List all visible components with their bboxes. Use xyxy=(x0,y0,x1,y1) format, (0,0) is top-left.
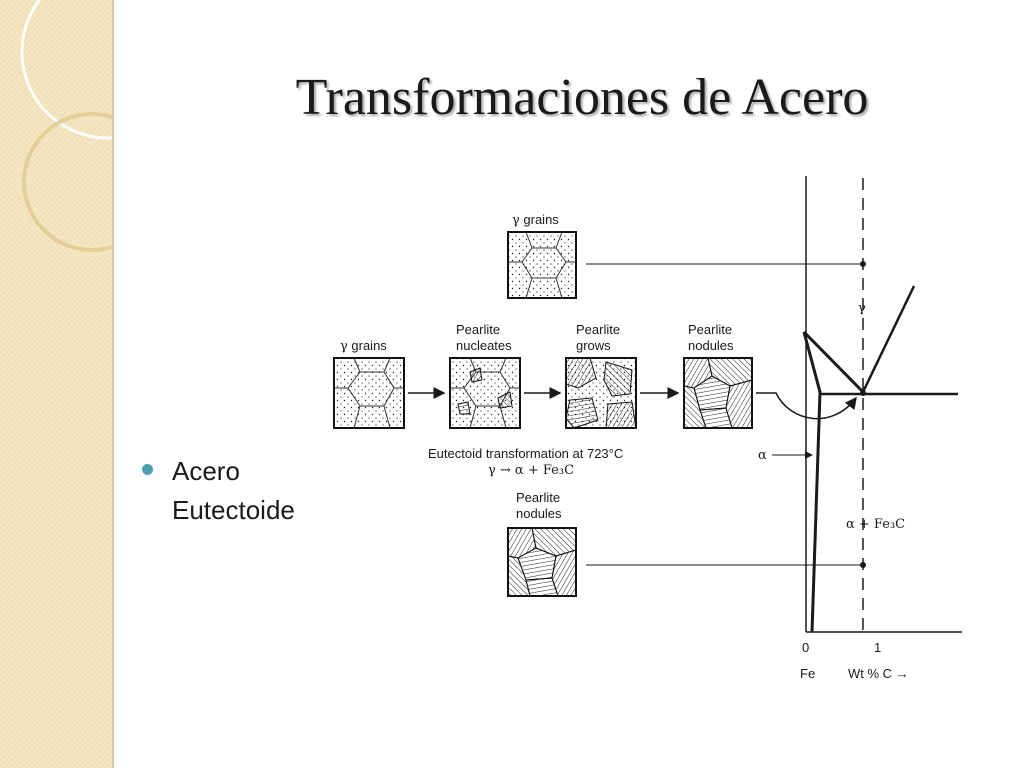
phase-label-alpha-fe3c: α + Fe₃C xyxy=(846,517,905,532)
slide-title: Transformaciones de Acero xyxy=(295,69,869,126)
axis-tick-0: 0 xyxy=(802,640,809,655)
bottom-pearlite-nodules-box xyxy=(507,527,577,597)
row-label-nucleates-1: Pearlite xyxy=(456,322,500,337)
sidebar-divider xyxy=(112,0,114,768)
axis-element-label: Fe xyxy=(800,666,815,681)
phase-label-alpha: α xyxy=(758,448,767,463)
row-label-gamma-grains: γ grains xyxy=(340,338,387,354)
eutectoid-curve-arrow xyxy=(756,392,857,420)
bullet-line-2: Eutectoide xyxy=(172,495,295,525)
axis-quantity-label: Wt % C → xyxy=(848,666,909,681)
eutectoid-reaction: γ → α + Fe₃C xyxy=(488,463,574,478)
sidebar-decoration xyxy=(0,0,196,768)
row-label-nodules-2: nodules xyxy=(688,338,734,353)
top-gamma-grains-box xyxy=(507,231,577,299)
row-label-grows-1: Pearlite xyxy=(576,322,620,337)
eutectoid-title: Eutectoid transformation at 723°C xyxy=(428,446,623,461)
top-box-label: γ grains xyxy=(512,212,559,228)
row-box-pearlite-nodules xyxy=(683,357,753,429)
row-label-nodules-1: Pearlite xyxy=(688,322,732,337)
phase-label-gamma: γ xyxy=(858,301,866,316)
row-label-grows-2: grows xyxy=(576,338,611,353)
row-box-pearlite-nucleates xyxy=(449,357,521,429)
bullet-dot xyxy=(142,464,153,475)
row-box-gamma-grains xyxy=(333,357,405,429)
row-box-pearlite-grows xyxy=(565,357,637,429)
phase-diagram xyxy=(802,176,962,633)
bullet-item: Acero Eutectoide xyxy=(172,452,352,530)
bottom-box-label-1: Pearlite xyxy=(516,490,560,505)
bottom-box-label-2: nodules xyxy=(516,506,562,521)
row-label-nucleates-2: nucleates xyxy=(456,338,512,353)
axis-tick-1: 1 xyxy=(874,640,881,655)
bullet-line-1: Acero xyxy=(172,456,240,486)
